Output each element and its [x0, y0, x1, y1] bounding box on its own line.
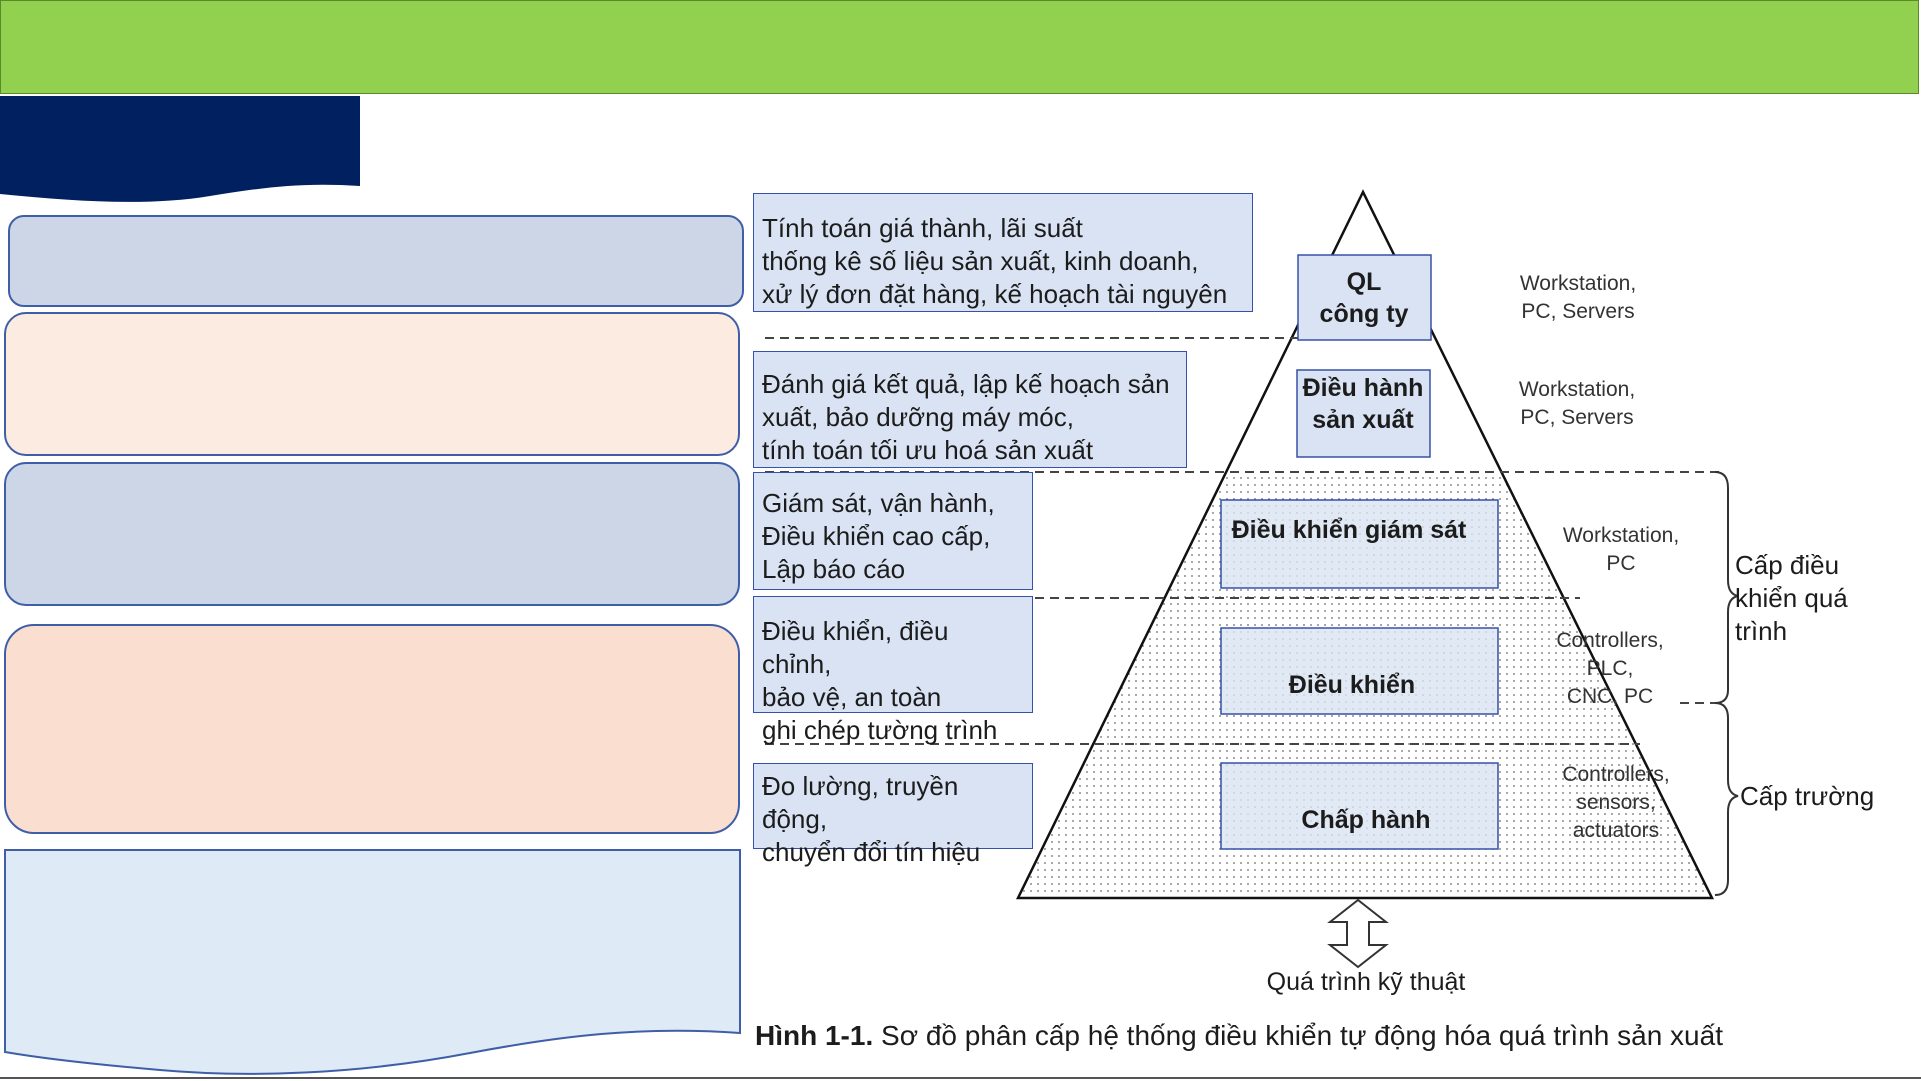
bracket-process-level	[1714, 471, 1739, 704]
level-description: Điều khiển, điều chỉnh, bảo vệ, an toàn …	[753, 596, 1033, 745]
level-description: Đánh giá kết quả, lập kế hoạch sản xuất,…	[753, 351, 1187, 468]
equipment-label: CNC, PC	[1567, 685, 1653, 708]
process-arrow	[1327, 898, 1389, 969]
bracket-label: trình	[1735, 616, 1787, 646]
level-label: công ty	[1320, 300, 1409, 328]
equipment-label: sensors,	[1576, 791, 1655, 814]
equipment-label: actuators	[1573, 819, 1659, 842]
level-box-production	[1296, 369, 1431, 458]
level-label: Điều khiển giám sát	[1232, 516, 1467, 544]
content-panel-3	[4, 462, 740, 606]
bracket-field-level	[1714, 702, 1739, 896]
level-box-actuation	[1220, 762, 1499, 850]
equipment-label: Controllers,	[1556, 629, 1663, 652]
level-label: sản xuất	[1312, 406, 1414, 434]
equipment-label: Workstation,	[1519, 378, 1635, 401]
level-description: Đo lường, truyền động, chuyển đổi tín hi…	[753, 763, 1033, 867]
equipment-label: Workstation,	[1520, 272, 1636, 295]
equipment-label: Controllers,	[1562, 763, 1669, 786]
level-label: Điều hành	[1303, 374, 1424, 402]
level-box-company	[1297, 254, 1432, 341]
equipment-label: PC	[1606, 552, 1635, 575]
level-box-supervisory	[1220, 499, 1499, 589]
bracket-label: Cấp trường	[1740, 781, 1874, 811]
equipment-label: Workstation,	[1563, 524, 1679, 547]
bottom-rule	[0, 1077, 1921, 1079]
level-label: Điều khiển	[1289, 671, 1415, 699]
level-label: QL	[1347, 268, 1382, 296]
equipment-label: PC, Servers	[1521, 300, 1634, 323]
title-bar	[0, 0, 1919, 94]
equipment-label: PC, Servers	[1520, 406, 1633, 429]
content-panel-2	[4, 312, 740, 456]
process-label: Quá trình kỹ thuật	[1267, 968, 1466, 996]
content-panel-1	[8, 215, 744, 307]
section-tab	[0, 96, 360, 202]
pyramid-outline	[1015, 189, 1715, 900]
content-panel-4	[4, 624, 740, 834]
level-box-control	[1220, 627, 1499, 715]
figure-caption: Hình 1-1. Sơ đồ phân cấp hệ thống điều k…	[755, 1020, 1723, 1052]
level-description: Giám sát, vận hành, Điều khiển cao cấp, …	[753, 472, 1033, 590]
content-panel-5	[4, 849, 741, 1075]
level-description: Tính toán giá thành, lãi suất thống kê s…	[753, 193, 1253, 312]
bracket-label: khiển quá	[1735, 583, 1848, 613]
bracket-label: Cấp điều	[1735, 550, 1839, 580]
equipment-label: PLC,	[1587, 657, 1634, 680]
caption-prefix: Hình 1-1.	[755, 1020, 874, 1051]
caption-text: Sơ đồ phân cấp hệ thống điều khiển tự độ…	[873, 1020, 1723, 1051]
level-label: Chấp hành	[1301, 806, 1430, 834]
